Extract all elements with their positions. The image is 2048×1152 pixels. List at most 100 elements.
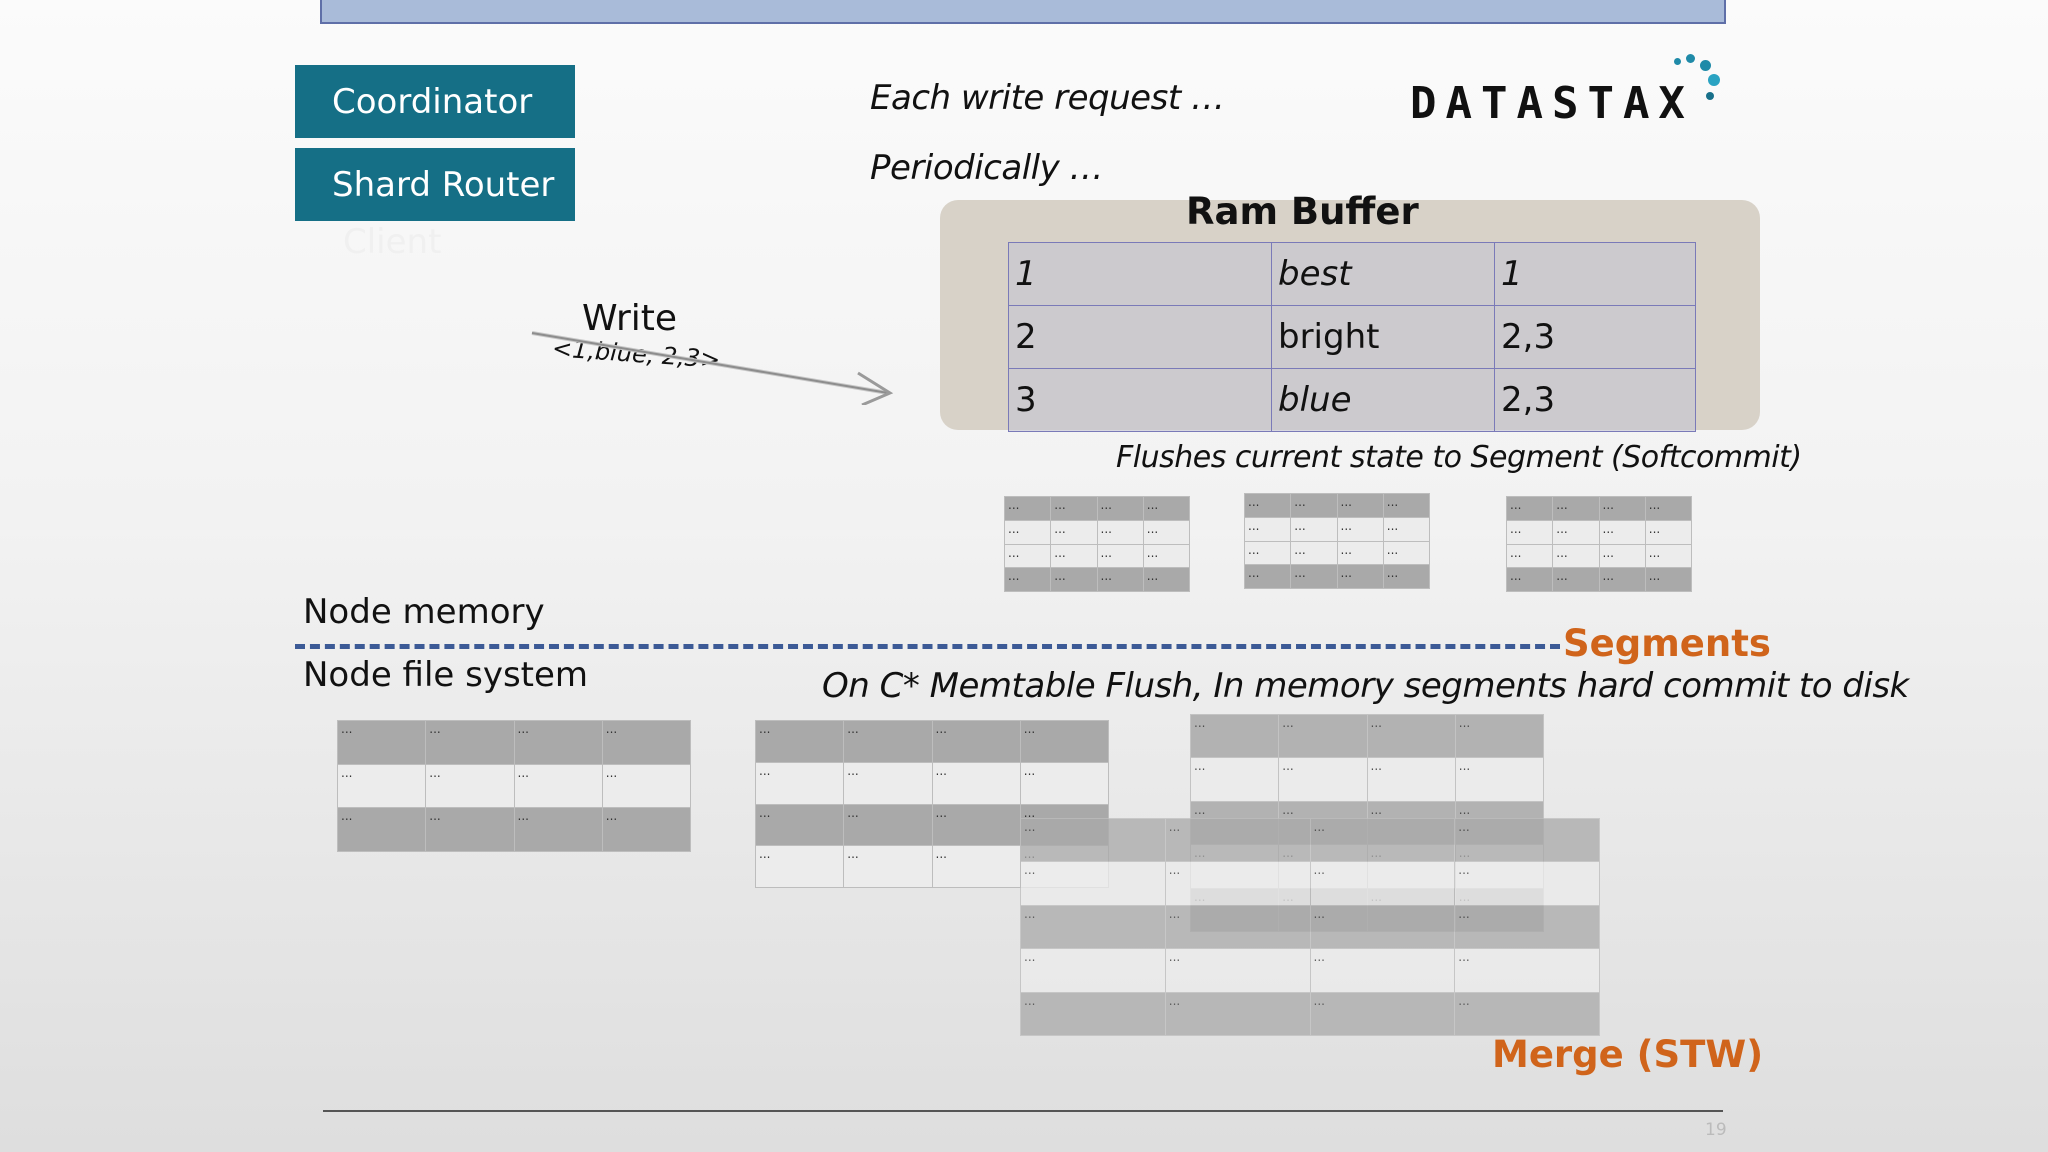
node-memory-label: Node memory bbox=[303, 592, 545, 632]
segment-cell: ... bbox=[1020, 861, 1166, 906]
segment-cell: ... bbox=[1366, 757, 1456, 802]
segment-cell: ... bbox=[843, 845, 933, 888]
segment-cell: ... bbox=[1142, 567, 1191, 592]
segment-table: ........................................… bbox=[1243, 493, 1431, 589]
segment-row: ............ bbox=[1243, 564, 1431, 589]
segment-cell: ... bbox=[1243, 540, 1292, 566]
flush-note: Flushes current state to Segment (Softco… bbox=[1116, 440, 1802, 475]
segment-cell: ... bbox=[754, 845, 845, 888]
top-bar bbox=[320, 0, 1726, 24]
table-cell: 1 bbox=[1008, 242, 1272, 306]
segment-cell: ... bbox=[425, 720, 515, 765]
segment-cell: ... bbox=[1454, 817, 1600, 863]
segment-cell: ... bbox=[754, 803, 845, 847]
segment-cell: ... bbox=[1189, 757, 1280, 802]
shard-router-box: Shard Router bbox=[295, 148, 575, 221]
segment-cell: ... bbox=[1189, 713, 1280, 759]
segment-row: ............ bbox=[1189, 757, 1545, 802]
segment-cell: ... bbox=[1003, 543, 1052, 569]
segment-table: .................................... bbox=[336, 720, 692, 852]
segment-cell: ... bbox=[1020, 904, 1166, 950]
table-cell: best bbox=[1271, 242, 1495, 306]
table-cell: 2,3 bbox=[1494, 368, 1696, 432]
segment-cell: ... bbox=[1598, 567, 1646, 592]
segment-cell: ... bbox=[1019, 761, 1110, 805]
segment-cell: ... bbox=[1454, 948, 1600, 993]
segment-cell: ... bbox=[1366, 713, 1456, 759]
segment-cell: ... bbox=[1309, 904, 1456, 950]
segment-row: ............ bbox=[336, 720, 692, 765]
memory-disk-divider bbox=[295, 644, 1560, 649]
segment-cell: ... bbox=[1552, 519, 1600, 545]
segment-cell: ... bbox=[1164, 948, 1311, 993]
segment-cell: ... bbox=[754, 761, 845, 805]
segment-cell: ... bbox=[1552, 567, 1600, 592]
segment-cell: ... bbox=[425, 807, 515, 852]
segment-row: ............ bbox=[1243, 540, 1431, 566]
segment-cell: ... bbox=[1096, 519, 1144, 545]
segment-row: ............ bbox=[1243, 516, 1431, 542]
write-label: Write bbox=[582, 298, 678, 339]
segment-cell: ... bbox=[931, 803, 1021, 847]
segment-table: ........................................… bbox=[754, 720, 1110, 888]
segment-cell: ... bbox=[601, 720, 692, 765]
segment-row: ............ bbox=[1020, 817, 1600, 863]
segment-cell: ... bbox=[336, 807, 427, 852]
segment-row: ............ bbox=[1505, 543, 1693, 569]
segment-cell: ... bbox=[1309, 861, 1456, 906]
segment-cell: ... bbox=[1142, 519, 1191, 545]
segment-cell: ... bbox=[1382, 493, 1431, 518]
table-cell: 2 bbox=[1008, 305, 1272, 369]
segment-row: ............ bbox=[336, 807, 692, 852]
segment-cell: ... bbox=[1096, 543, 1144, 569]
footer-line bbox=[323, 1110, 1723, 1112]
segment-cell: ... bbox=[931, 845, 1021, 888]
segment-cell: ... bbox=[1243, 564, 1292, 589]
segment-cell: ... bbox=[1309, 991, 1456, 1037]
segment-cell: ... bbox=[1309, 817, 1456, 863]
table-row: 2 bright 2,3 bbox=[1008, 305, 1696, 369]
node-fs-label: Node file system bbox=[303, 655, 589, 695]
segment-cell: ... bbox=[931, 761, 1021, 805]
segment-cell: ... bbox=[1164, 817, 1311, 863]
segment-cell: ... bbox=[601, 807, 692, 852]
segment-cell: ... bbox=[1598, 496, 1646, 521]
segment-cell: ... bbox=[513, 807, 603, 852]
table-row: 3 blue 2,3 bbox=[1008, 368, 1696, 432]
segment-cell: ... bbox=[1644, 567, 1693, 592]
segment-cell: ... bbox=[1142, 496, 1191, 521]
segment-cell: ... bbox=[601, 763, 692, 809]
datastax-logo: DATASTAX bbox=[1410, 78, 1694, 129]
table-cell: bright bbox=[1271, 305, 1495, 369]
segment-cell: ... bbox=[843, 720, 933, 763]
segment-row: ............ bbox=[1003, 567, 1191, 592]
segment-cell: ... bbox=[1382, 516, 1431, 542]
segment-cell: ... bbox=[513, 763, 603, 809]
segment-cell: ... bbox=[1164, 904, 1311, 950]
segment-cell: ... bbox=[1290, 493, 1338, 518]
segment-cell: ... bbox=[1336, 493, 1384, 518]
segment-cell: ... bbox=[336, 720, 427, 765]
write-arrow-icon bbox=[531, 331, 894, 405]
segment-cell: ... bbox=[1644, 519, 1693, 545]
table-cell: 1 bbox=[1494, 242, 1696, 306]
segment-cell: ... bbox=[843, 761, 933, 805]
segment-cell: ... bbox=[1505, 519, 1554, 545]
periodically-note: Periodically … bbox=[870, 148, 1104, 188]
segment-cell: ... bbox=[1096, 567, 1144, 592]
segment-table: ........................................… bbox=[1003, 496, 1191, 592]
segment-cell: ... bbox=[1598, 519, 1646, 545]
segment-cell: ... bbox=[1020, 948, 1166, 993]
segment-row: ............ bbox=[1243, 493, 1431, 518]
segment-row: ............ bbox=[336, 763, 692, 809]
segment-cell: ... bbox=[1644, 496, 1693, 521]
segment-cell: ... bbox=[1644, 543, 1693, 569]
segment-row: ............ bbox=[1003, 496, 1191, 521]
segment-row: ............ bbox=[1020, 948, 1600, 993]
logo-dots-icon bbox=[1660, 52, 1730, 122]
segment-cell: ... bbox=[1598, 543, 1646, 569]
segment-row: ............ bbox=[1020, 861, 1600, 906]
segment-row: ............ bbox=[1505, 519, 1693, 545]
segment-cell: ... bbox=[1050, 496, 1098, 521]
coordinator-box: Coordinator bbox=[295, 65, 575, 138]
